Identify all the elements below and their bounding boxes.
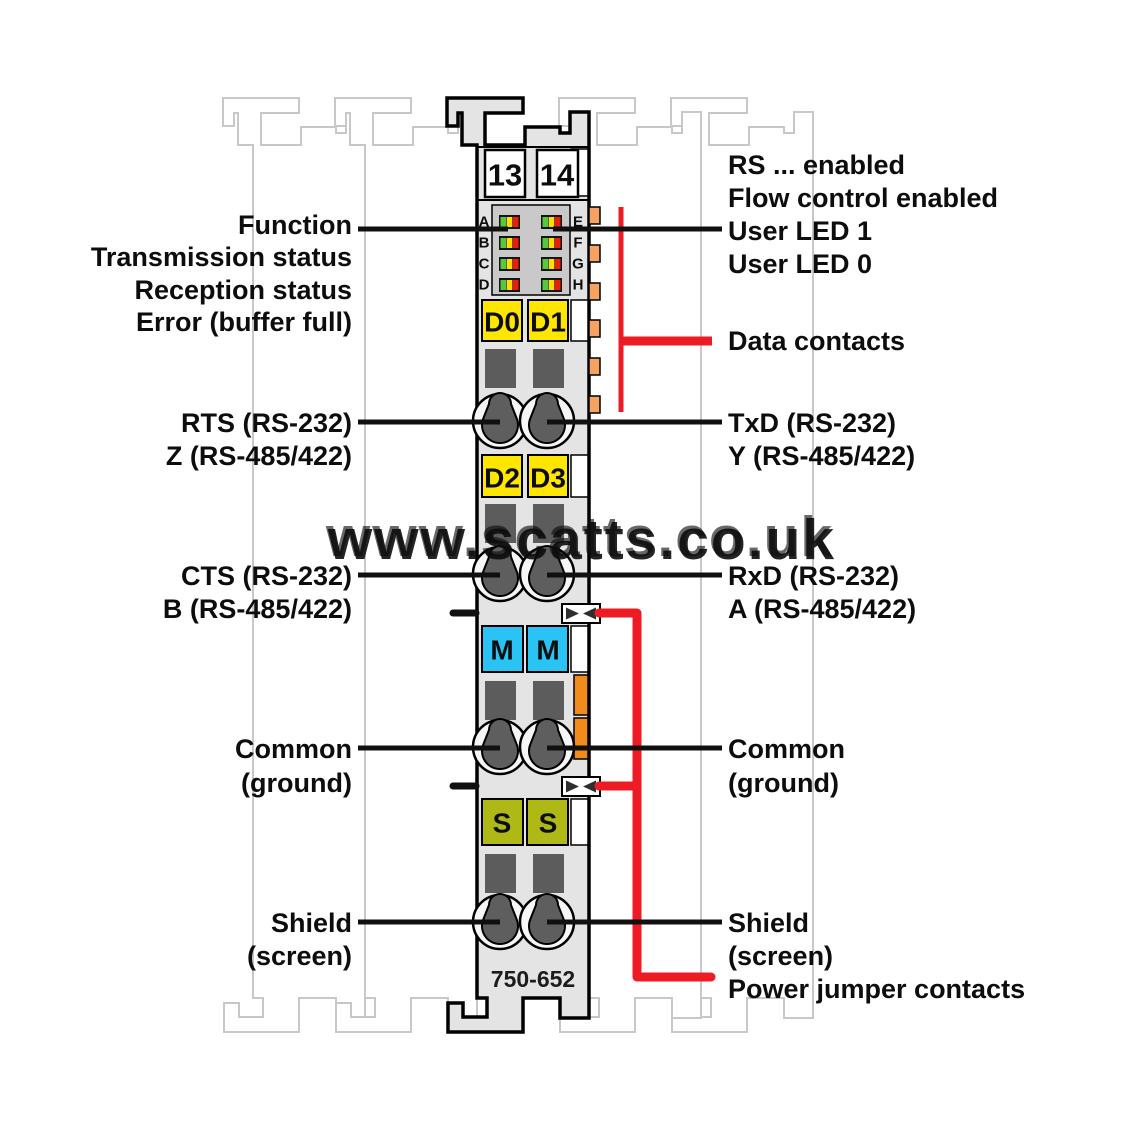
terminal-window	[533, 349, 564, 388]
terminal-13-number: 13	[488, 158, 522, 193]
label-common-left: Common	[235, 734, 352, 764]
status-led	[499, 236, 520, 250]
io-label-d3: D3	[530, 463, 566, 494]
led-row-label-h: H	[573, 277, 584, 294]
terminal-window	[533, 504, 564, 543]
label-flow-control-enabled: Flow control enabled	[728, 183, 998, 213]
power-jumper-bracket	[594, 608, 716, 982]
ground-label-m2: M	[536, 635, 559, 666]
label-z-rs485: Z (RS-485/422)	[166, 441, 352, 471]
label-reception-status: Reception status	[134, 275, 352, 305]
label-function: Function	[238, 210, 352, 240]
led-row-label-c: C	[479, 256, 490, 273]
label-a-rs485: A (RS-485/422)	[728, 594, 916, 624]
label-y-rs485: Y (RS-485/422)	[728, 441, 915, 471]
shield-label-s2: S	[539, 808, 558, 839]
label-screen-left: (screen)	[247, 941, 352, 971]
terminal-14-box	[535, 148, 580, 199]
led-row-labels: A B C D E F G H	[479, 214, 584, 294]
watermark-text: www.scatts.co.uk	[325, 505, 834, 569]
label-rxd-rs232: RxD (RS-232)	[728, 561, 899, 591]
power-jumper-contact	[573, 674, 589, 716]
label-transmission-status: Transmission status	[91, 242, 352, 272]
label-shield-left: Shield	[271, 908, 352, 938]
label-txd-rs232: TxD (RS-232)	[728, 408, 896, 438]
label-rs-enabled: RS ... enabled	[728, 150, 905, 180]
ground-label-m1: M	[490, 635, 513, 666]
label-rts-rs232: RTS (RS-232)	[181, 408, 352, 438]
data-contact-tab	[588, 206, 601, 225]
terminal-14-number: 14	[540, 158, 575, 193]
terminal-window	[485, 854, 516, 893]
label-shield-right: Shield	[728, 908, 809, 938]
io-label-box-d1	[527, 299, 569, 342]
ground-label-box-m1	[481, 625, 524, 673]
label-common-right: Common	[728, 734, 845, 764]
shield-label-box-s1	[481, 798, 524, 846]
ground-label-box-m2	[526, 625, 569, 673]
terminal-13-box	[483, 148, 527, 199]
io-label-d2: D2	[484, 463, 520, 494]
part-number: 750-652	[491, 966, 575, 992]
label-error-buffer-full: Error (buffer full)	[136, 307, 352, 337]
led-row-label-g: G	[572, 256, 584, 273]
led-row-label-f: F	[573, 235, 582, 252]
power-jumper-contact	[573, 717, 589, 760]
status-led	[541, 257, 562, 271]
red-pointer-lines	[594, 207, 716, 982]
callout-lines	[358, 226, 722, 925]
right-labels: RS ... enabled Flow control enabled User…	[728, 150, 1025, 1004]
status-led	[499, 257, 520, 271]
shield-label-s1: S	[493, 808, 512, 839]
lever-slots	[570, 148, 589, 846]
label-ground-left: (ground)	[241, 768, 352, 798]
status-led	[541, 236, 562, 250]
watermark-underlay: www.scatts.co.uk	[327, 508, 836, 572]
io-module: 13 14 A B C D E F G H D0 D1 D2 D3	[445, 96, 601, 1034]
io-label-box-d3	[527, 454, 569, 498]
led-row-label-d: D	[479, 277, 490, 294]
io-label-box-d2	[481, 454, 523, 498]
data-contact-tab	[588, 244, 601, 263]
data-contact-tab	[588, 395, 601, 414]
label-power-jumper-contacts: Power jumper contacts	[728, 974, 1025, 1004]
led-row-label-e: E	[573, 214, 583, 231]
label-user-led-0: User LED 0	[728, 249, 872, 279]
led-row-label-b: B	[479, 235, 490, 252]
terminal-window	[485, 681, 516, 720]
watermark: www.scatts.co.uk www.scatts.co.uk	[325, 505, 836, 572]
data-contact-tab	[588, 357, 601, 376]
terminal-window	[533, 681, 564, 720]
label-ground-right: (ground)	[728, 768, 839, 798]
terminal-window	[485, 349, 516, 388]
label-user-led-1: User LED 1	[728, 216, 872, 246]
io-label-d0: D0	[484, 307, 520, 338]
label-cts-rs232: CTS (RS-232)	[181, 561, 352, 591]
label-screen-right: (screen)	[728, 941, 833, 971]
status-led	[541, 278, 562, 292]
label-data-contacts: Data contacts	[728, 326, 905, 356]
shield-label-box-s2	[526, 798, 569, 846]
status-led	[499, 278, 520, 292]
terminal-window	[485, 504, 516, 543]
io-label-box-d0	[481, 299, 523, 342]
io-label-d1: D1	[530, 307, 566, 338]
data-contact-tab	[588, 282, 601, 301]
left-labels: Function Transmission status Reception s…	[91, 210, 352, 971]
led-row-label-a: A	[479, 214, 490, 231]
terminal-window	[533, 854, 564, 893]
data-contact-tab	[588, 319, 601, 338]
label-b-rs485: B (RS-485/422)	[163, 594, 352, 624]
